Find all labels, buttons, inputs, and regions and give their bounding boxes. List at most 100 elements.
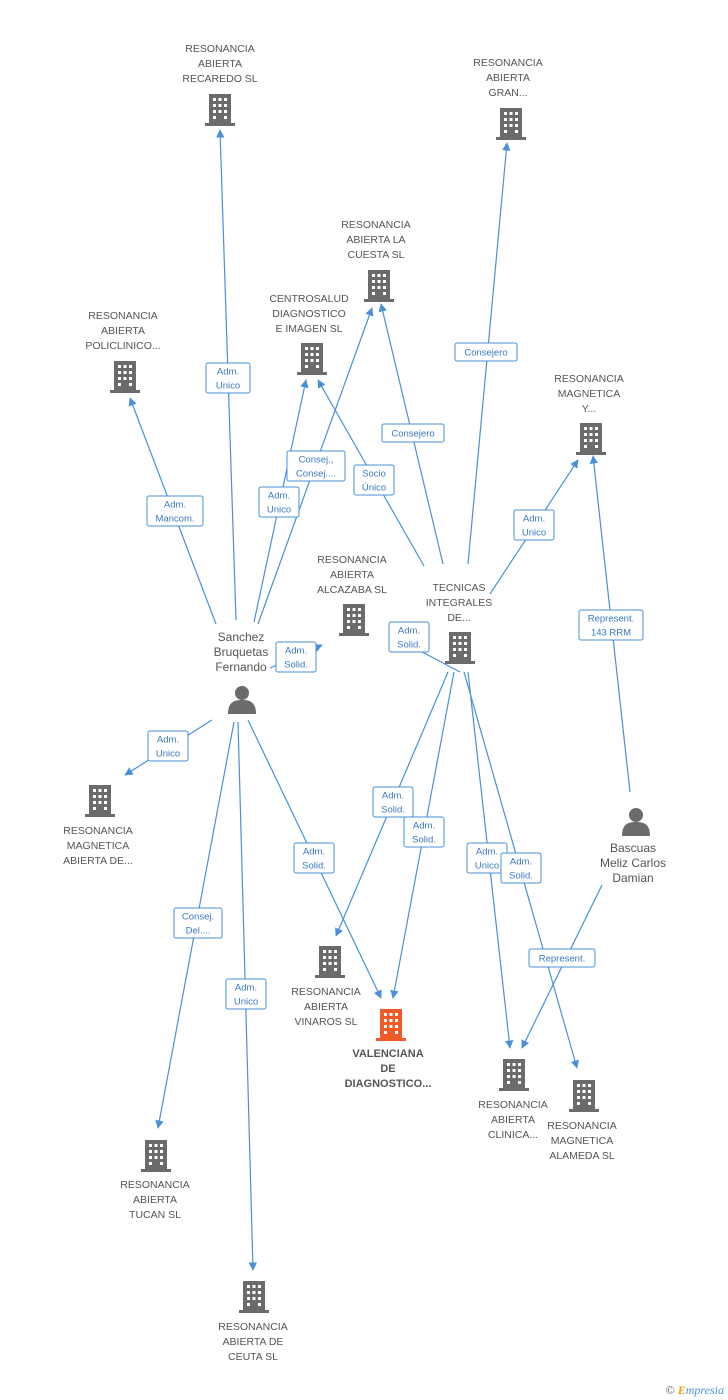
node-label-line: VALENCIANA (352, 1048, 423, 1060)
edge-label-e9[interactable]: Adm.Solid. (293, 842, 335, 874)
edge-label-e7[interactable]: Consej.Del.... (173, 907, 223, 939)
edge-label-box (403, 816, 445, 848)
node-label-line: ABIERTA (330, 569, 374, 581)
edge-label-text: Unico (234, 997, 258, 1008)
building-icon (315, 946, 345, 978)
edge-label-text: Solid. (284, 660, 308, 671)
edge-label-text: Solid. (412, 835, 436, 846)
edge-label-box (353, 464, 395, 496)
node-label-line: ABIERTA (101, 325, 145, 337)
edge-label-box (258, 486, 300, 518)
edge-label-text: Unico (267, 505, 291, 516)
building-icon (576, 423, 606, 455)
edge-label-e15[interactable]: Adm. Solid. (403, 816, 445, 848)
node-label-line: Meliz Carlos (600, 856, 666, 870)
node-label-line: RESONANCIA (341, 219, 410, 231)
node-label-line: RECAREDO SL (182, 73, 257, 85)
edge-label-e16[interactable]: Adm.Solid. (388, 621, 430, 653)
building-icon (110, 361, 140, 393)
building-icon (339, 604, 369, 636)
edge-label-e1[interactable]: Adm.Unico (205, 362, 251, 394)
building-icon (496, 108, 526, 140)
node-label-line: GRAN... (488, 87, 527, 99)
edge-label-text: Adm. (523, 514, 545, 525)
company-node-clinica[interactable]: RESONANCIAABIERTACLINICA... (478, 1059, 548, 1141)
edge-label-e5[interactable]: Adm. Solid. (275, 641, 317, 673)
node-label-line: ALCAZABA SL (317, 584, 387, 596)
building-icon (297, 343, 327, 375)
company-node-gran[interactable]: RESONANCIAABIERTAGRAN... (473, 57, 543, 140)
edge-label-text: Adm. (164, 500, 186, 511)
edge-label-e18[interactable]: Adm.Solid. (500, 852, 542, 884)
edge-label-e10[interactable]: Consejero (381, 423, 445, 443)
edge-label-box (275, 641, 317, 673)
node-label-line: CENTROSALUD (269, 293, 349, 305)
edge-label-e11[interactable]: Consejero (454, 342, 518, 362)
edge-label-text: Represent. (539, 954, 585, 965)
edge-label-text: Adm. (285, 646, 307, 657)
node-label-line: RESONANCIA (88, 310, 157, 322)
building-icon (499, 1059, 529, 1091)
edge-label-text: Solid. (381, 805, 405, 816)
company-node-policlinico[interactable]: RESONANCIA ABIERTA POLICLINICO... (85, 310, 161, 393)
building-icon (85, 785, 115, 817)
edge-label-e8[interactable]: Adm. Unico (225, 978, 267, 1010)
edge-label-e3[interactable]: Adm.Unico (258, 486, 300, 518)
company-node-tecnicas[interactable]: TECNICASINTEGRALESDE... (426, 582, 493, 664)
node-label-line: Sanchez (218, 630, 265, 644)
edge-label-e14[interactable]: Adm. Solid. (372, 786, 414, 818)
edge-label-box (286, 450, 346, 482)
building-icon (445, 632, 475, 664)
company-node-valenciana[interactable]: VALENCIANADEDIAGNOSTICO... (345, 1009, 432, 1090)
edge-label-text: Unico (475, 861, 499, 872)
edge-label-e19[interactable]: Represent.143 RRM (578, 609, 644, 641)
edge-label-text: Adm. (413, 821, 435, 832)
node-label-line: POLICLINICO... (85, 340, 160, 352)
node-label-line: ABIERTA DE... (63, 855, 133, 867)
edge-label-e2[interactable]: Adm. Mancom. (146, 495, 204, 527)
edge-label-e13[interactable]: Adm.Unico (513, 509, 555, 541)
edge-label-text: Adm. (476, 847, 498, 858)
edge-label-e6[interactable]: Adm.Unico (147, 730, 189, 762)
node-label-line: ABIERTA (304, 1001, 348, 1013)
building-icon (364, 270, 394, 302)
edge-label-text: Consejero (391, 429, 434, 440)
building-icon (569, 1080, 599, 1112)
company-node-magnetica_y[interactable]: RESONANCIAMAGNETICAY... (554, 373, 624, 455)
person-icon (622, 808, 650, 836)
edge-label-text: Consejero (464, 348, 507, 359)
edge-label-box (454, 342, 518, 362)
edge-label-e4[interactable]: Consej.,Consej.... (286, 450, 346, 482)
node-label-line: ABIERTA DE (223, 1336, 284, 1348)
node-label-line: RESONANCIA (547, 1120, 616, 1132)
node-label-line: ABIERTA (198, 58, 242, 70)
footer-brand: © Empresia (666, 1383, 724, 1398)
node-label-line: ABIERTA (491, 1114, 535, 1126)
edge-label-text: Adm. (382, 791, 404, 802)
edge-label-text: Adm. (235, 983, 257, 994)
edge-label-text: Mancom. (155, 514, 194, 525)
edge-label-e20[interactable]: Represent. (528, 948, 596, 968)
node-label-line: RESONANCIA (291, 986, 360, 998)
edge-label-box (372, 786, 414, 818)
node-label-line: MAGNETICA (551, 1135, 613, 1147)
edge-label-text: Adm. (157, 735, 179, 746)
node-label-line: ABIERTA (133, 1194, 177, 1206)
edge-label-box (528, 948, 596, 968)
node-label-line: E IMAGEN SL (275, 323, 342, 335)
edge-label-text: Solid. (509, 871, 533, 882)
edge-label-text: Consej. (182, 912, 214, 923)
edge-label-box (293, 842, 335, 874)
